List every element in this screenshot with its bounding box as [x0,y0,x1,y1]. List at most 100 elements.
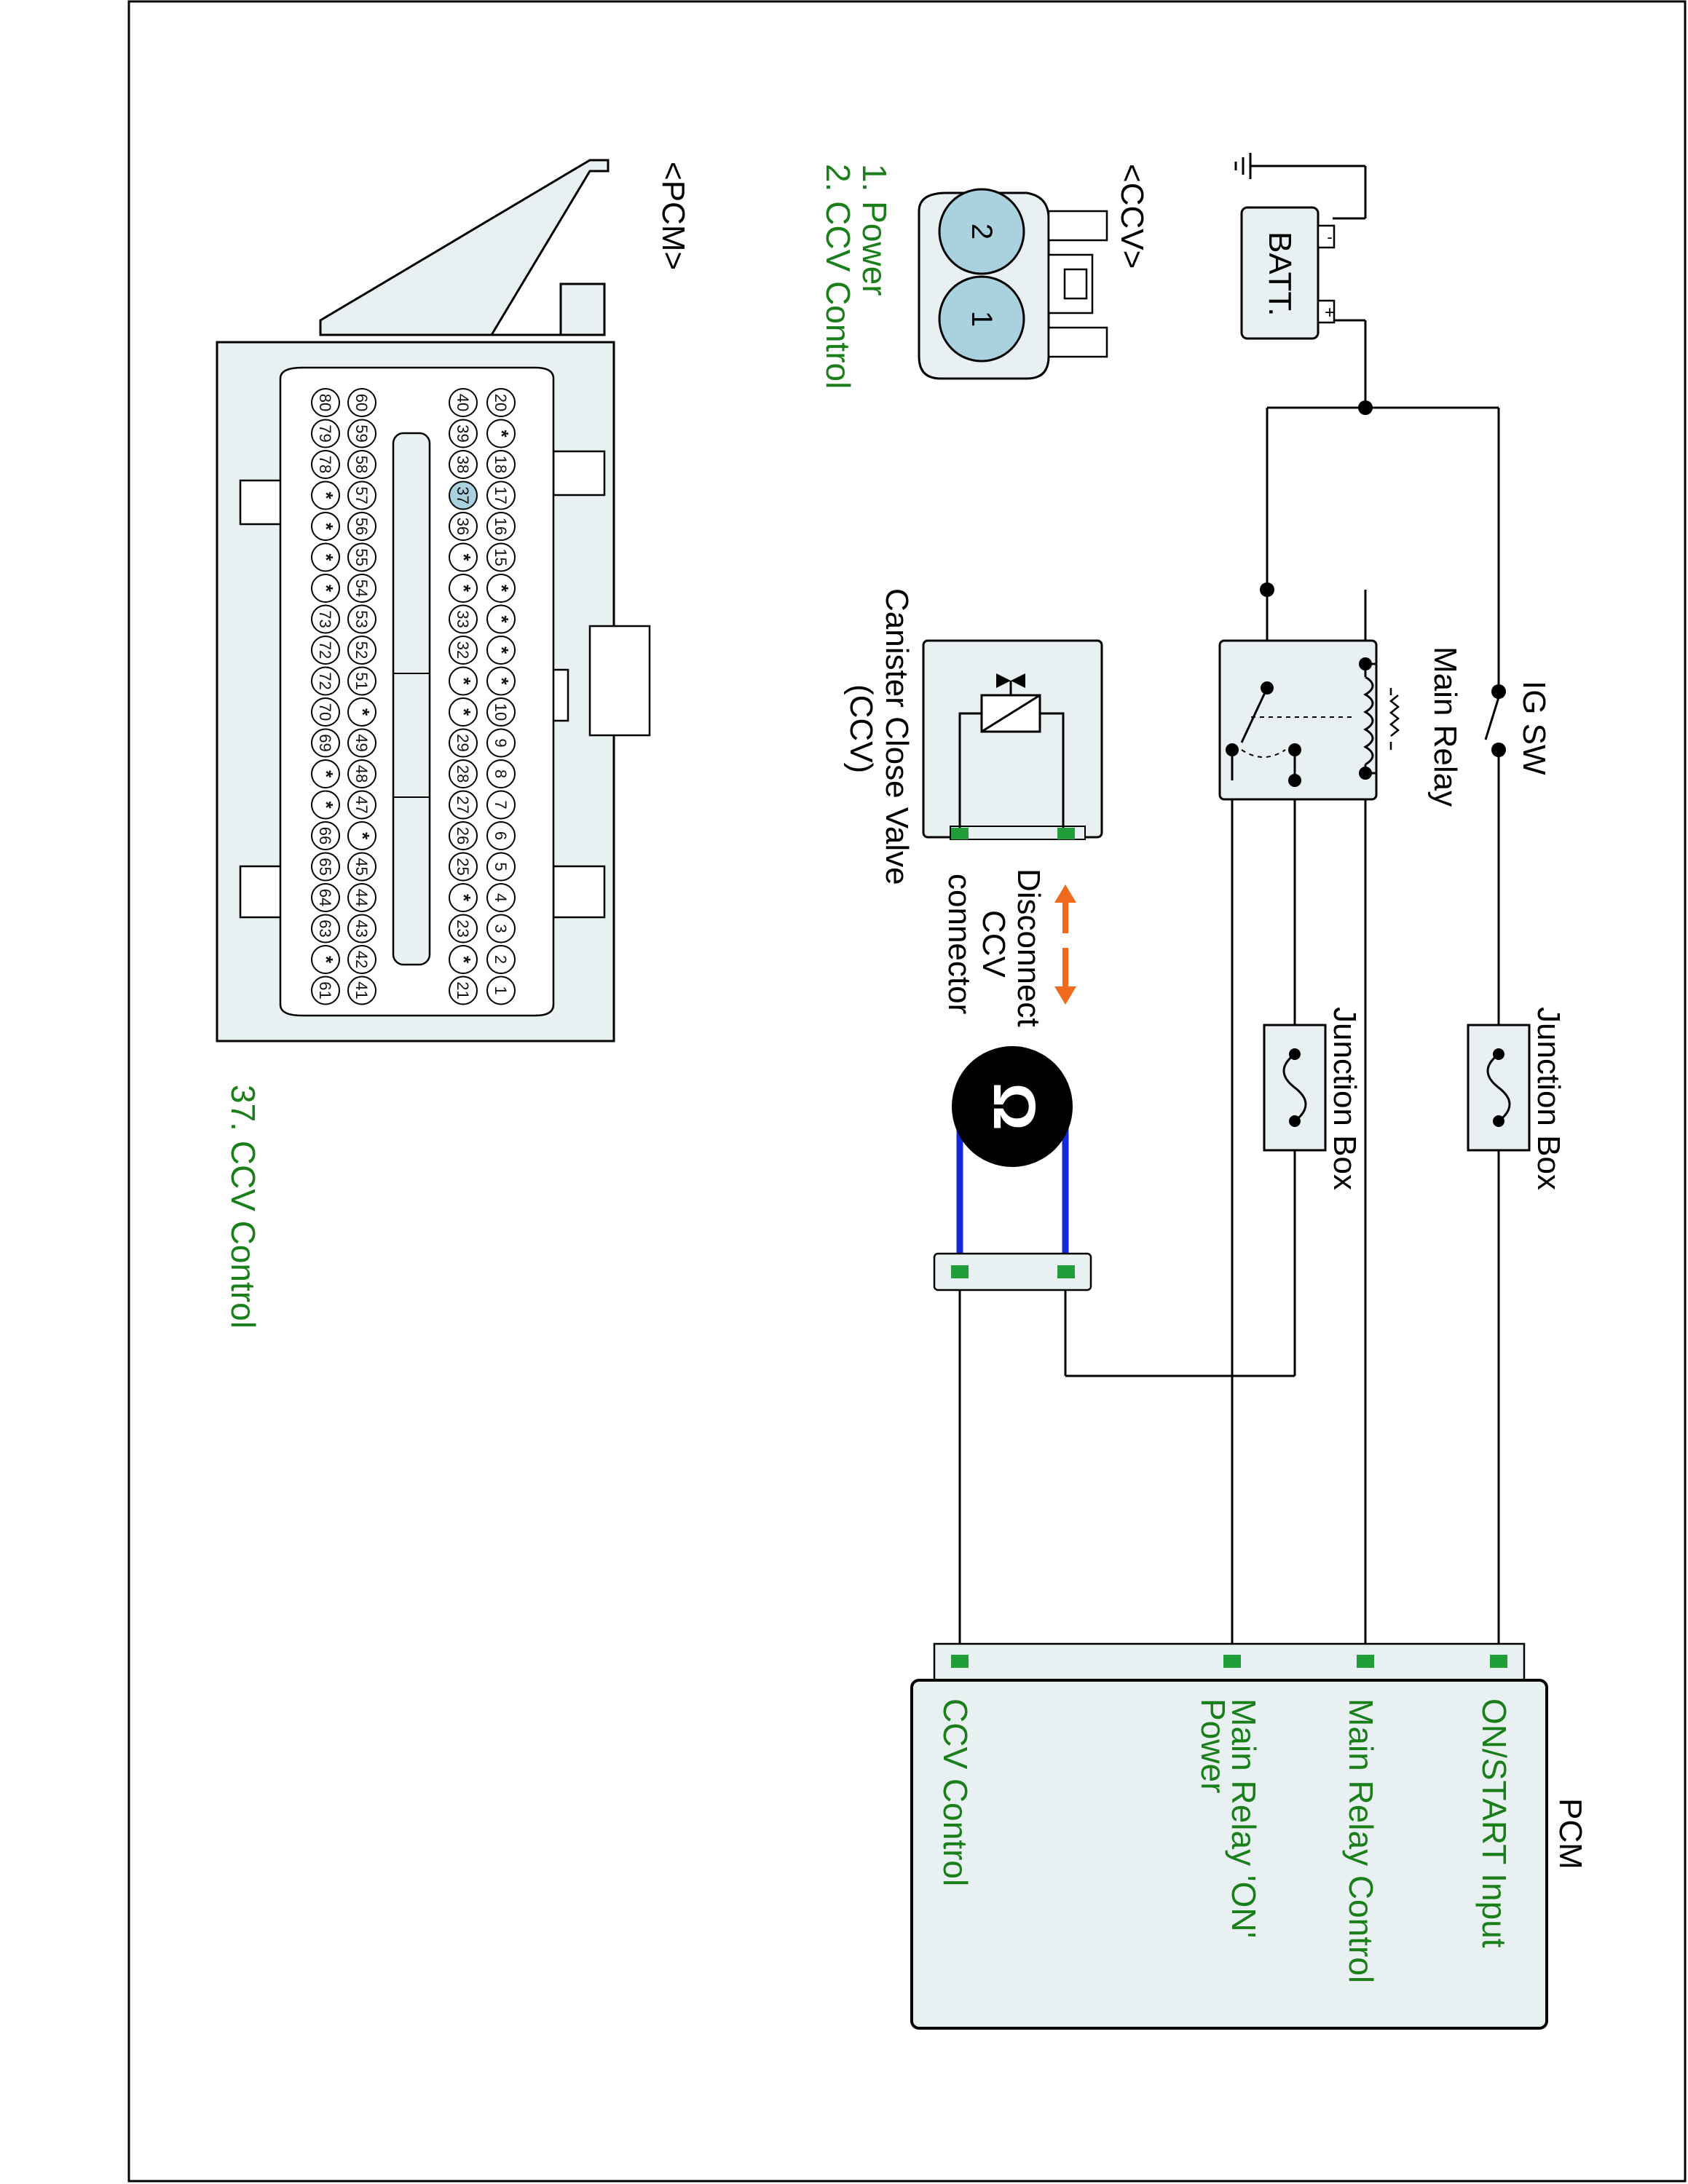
pcm-pin-circle [486,976,516,1005]
pcm-pin-circle [486,512,516,541]
pcm-pin-circle [486,480,516,510]
pcm-pin-number: 44 [352,889,371,906]
junction-box-2-label: Junction Box [1327,1007,1362,1190]
pcm-pin-circle [486,759,516,788]
pcm-pin-circle [347,821,376,850]
pcm-pin-circle [449,883,478,912]
pcm-pin-number: * [453,677,475,685]
pcm-pin-number: 72 [316,672,334,689]
pcm-pin-circle [311,666,340,696]
junction-box-1-label: Junction Box [1531,1007,1566,1190]
pcm-pin-main-relay-on-power: Power [1194,1698,1232,1793]
ground-symbol [1234,153,1334,179]
pcm-pin-number: 28 [454,765,472,783]
pcm-pin-number: * [315,770,337,778]
pcm-pin-number: * [352,708,374,716]
pcm-pin-number: 51 [352,672,371,689]
pcm-connector-view [216,159,651,1042]
pcm-pin-number: 65 [316,858,334,875]
pcm-pin-number: 60 [352,394,371,411]
pcm-pin-number: 64 [316,889,334,906]
pcm-pin-number: 6 [492,831,510,840]
ohmmeter-icon: Ω [952,1046,1073,1273]
pcm-pin-circle [347,728,376,758]
pcm-pin-number: 56 [352,518,371,535]
pcm-pin-number: 21 [454,981,472,999]
pcm-pin-number: 23 [454,919,472,937]
pcm-pin-number: 37 [454,486,472,504]
pcm-pin-number: 73 [316,610,334,628]
pcm-pin-circle [311,480,340,510]
pcm-pin-circle [486,914,516,943]
pcm-pin-number: * [491,646,513,654]
junction-dots [1260,400,1373,597]
pcm-pin-circle [311,852,340,882]
pcm-pin-number: 54 [352,579,371,597]
pcm-pin-circle [449,604,478,634]
battery-label: BATT. [1262,232,1298,317]
pcm-pin-circle [347,790,376,820]
pcm-pin-number: * [453,585,475,593]
pcm-pin-number: 1 [492,986,510,994]
pcm-pin-circle [486,697,516,727]
pcm-pin-number: 52 [352,641,371,659]
pcm-pin-number: 42 [352,951,371,968]
pcm-pin-number: * [315,801,337,809]
pcm-pin-circle [449,697,478,727]
pcm-pin-circle [311,542,340,572]
pcm-pin-circle [311,388,340,417]
pcm-pin-number: * [453,553,475,561]
pcm-pin-circle [311,636,340,665]
pcm-pin-number: 29 [454,734,472,751]
pcm-pin-number: 39 [454,424,472,442]
pcm-pin-number: * [315,491,337,499]
pcm-pin-circle [449,542,478,572]
pcm-pin-circle [347,574,376,603]
pcm-pin-number: * [491,430,513,438]
pcm-pin-number: 38 [454,456,472,473]
pcm-pin-number: * [315,523,337,531]
ccv-pin-1-label: 1. Power [856,164,894,296]
pcm-pin-circle [486,945,516,974]
pcm-label: PCM [1553,1798,1588,1870]
pcm-pin-circle [311,945,340,974]
pcm-pin-circle [311,574,340,603]
pcm-pin-number: * [491,615,513,623]
pcm-pin-ccv-control: CCV Control [936,1698,974,1886]
pcm-pin-number: 3 [492,924,510,933]
pcm-pin-circle [311,512,340,541]
pcm-pin-number: 41 [352,981,371,999]
ccv-pin-2-label: 2. CCV Control [819,164,857,389]
pcm-pin-circle [311,759,340,788]
pcm-pin-number: 70 [316,703,334,721]
pcm-pin-circle [311,976,340,1005]
pcm-pin-number: 49 [352,734,371,751]
pcm-pin-circle [347,388,376,417]
pcm-pin-circle [449,790,478,820]
pcm-pin-number: 55 [352,548,371,566]
pcm-pin-number: * [453,894,475,902]
pcm-pin-circle [347,419,376,448]
pcm-pin-number: 69 [316,734,334,751]
pcm-pin-circle [347,697,376,727]
pcm-pin-circle [449,666,478,696]
pcm-pin-circle [311,821,340,850]
ccv-connector-pin-2: 2 [966,223,998,240]
junction-box-2-symbol [1263,1024,1327,1152]
pcm-pin-circle [311,914,340,943]
pcm-pin-number: * [315,956,337,964]
pcm-pin-circle [449,852,478,882]
ccv-connector-view: 2 1 [918,188,1108,380]
main-relay-symbol [1218,639,1400,801]
pcm-pin-circle [347,636,376,665]
pcm-pin-number: 10 [492,703,510,721]
pcm-pin-circle [449,728,478,758]
pcm-pin-number: 33 [454,610,472,628]
pcm-pin-circle [311,450,340,479]
pcm-pin-number: 43 [352,919,371,937]
pcm-pin-note: 37. CCV Control [224,1085,262,1329]
pcm-pin-circle [449,450,478,479]
pcm-pin-circle [449,388,478,417]
pcm-pin-circle [347,759,376,788]
